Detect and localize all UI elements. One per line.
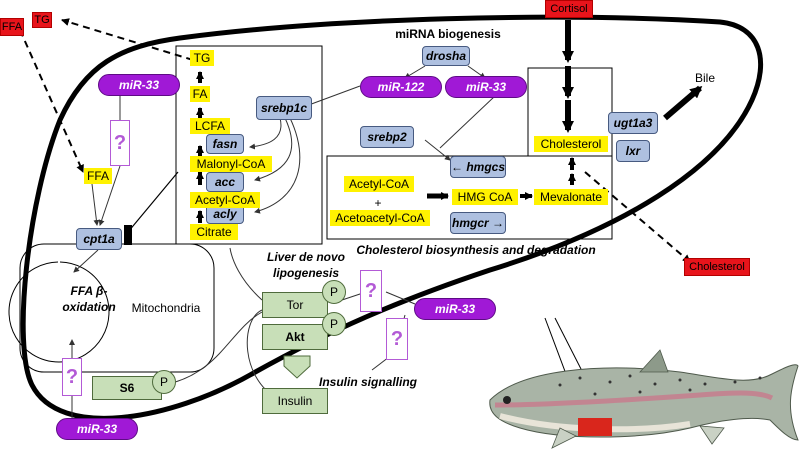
srebp2-gene: srebp2 <box>360 126 414 148</box>
question-box-insulin: ? <box>386 318 408 360</box>
cholesterol-pathway-title: Cholesterol biosynthesis and degradation <box>356 243 596 257</box>
s6-node: S6 <box>92 376 162 400</box>
srebp1c-gene: srebp1c <box>256 96 312 120</box>
acetyl-coa-cholesterol: Acetyl-CoA <box>344 176 414 192</box>
lipogenesis-box <box>175 45 323 245</box>
acetoacetyl-coa-metabolite: Acetoacetyl-CoA <box>330 210 430 226</box>
lcfa-metabolite: LCFA <box>190 118 230 134</box>
mir122: miR-122 <box>360 76 442 98</box>
citrate-metabolite: Citrate <box>190 224 238 240</box>
tg-export-arrow <box>61 18 194 61</box>
acetyl-coa-lipogenesis: Acetyl-CoA <box>190 192 260 208</box>
liver-location-marker <box>578 418 612 436</box>
hmgcs-gene: ← hmgcs <box>450 156 506 178</box>
question-box-cpt1a: ? <box>110 120 130 166</box>
ugt1a3-gene: ugt1a3 <box>608 112 658 134</box>
mirna-biogenesis-title: miRNA biogenesis <box>395 27 501 41</box>
question-box-tor: ? <box>360 270 382 312</box>
mir33-top: miR-33 <box>445 76 527 98</box>
ffa-import-label: FFA <box>0 18 24 36</box>
s6-phosphorylation: P <box>152 370 176 394</box>
plus-sign: + <box>374 196 382 210</box>
tor-node: Tor <box>262 292 328 318</box>
cortisol-label: Cortisol <box>545 0 593 18</box>
tor-phosphorylation: P <box>322 280 346 304</box>
insulin-signalling-label: Insulin signalling <box>318 375 417 389</box>
cholesterol-export-label: Cholesterol <box>684 258 750 276</box>
insulin-node: Insulin <box>262 388 328 414</box>
cpt1a-gene: cpt1a <box>76 228 122 250</box>
mir33-bottom: miR-33 <box>56 418 138 440</box>
akt-phosphorylation: P <box>322 312 346 336</box>
mitochondria-label: Mitochondria <box>131 301 201 315</box>
ffa-metabolite: FFA <box>84 168 112 184</box>
fa-metabolite: FA <box>190 86 210 102</box>
ffa-import-arrow <box>19 29 84 173</box>
acly-gene: acly <box>206 204 244 224</box>
hmgcr-gene: hmgcr → <box>450 212 506 234</box>
insulin-receptor-shape <box>283 355 311 379</box>
mitochondria-oxidation-circle <box>8 261 110 363</box>
mir33-right: miR-33 <box>414 298 496 320</box>
liver-outline <box>20 14 763 421</box>
tg-export-label: TG <box>32 12 52 28</box>
acc-gene: acc <box>206 172 244 192</box>
hmg-coa-metabolite: HMG CoA <box>452 189 518 205</box>
tg-metabolite: TG <box>190 50 214 66</box>
ffa-beta-oxidation-label: FFA β-oxidation <box>62 284 116 314</box>
lipogenesis-title: Liver de novo lipogenesis <box>266 250 346 280</box>
drosha-gene: drosha <box>422 46 470 66</box>
fish-illustration <box>489 349 799 449</box>
malonyl-coa-metabolite: Malonyl-CoA <box>190 156 272 172</box>
lxr-gene: lxr <box>616 140 650 162</box>
cholesterol-metabolite: Cholesterol <box>534 136 608 152</box>
fasn-gene: fasn <box>206 134 244 154</box>
question-box-s6: ? <box>62 358 82 396</box>
bile-arrow <box>663 85 703 121</box>
mir33-top-left: miR-33 <box>98 74 180 96</box>
mevalonate-metabolite: Mevalonate <box>534 189 608 205</box>
akt-node: Akt <box>262 324 328 350</box>
bile-label: Bile <box>694 71 715 85</box>
